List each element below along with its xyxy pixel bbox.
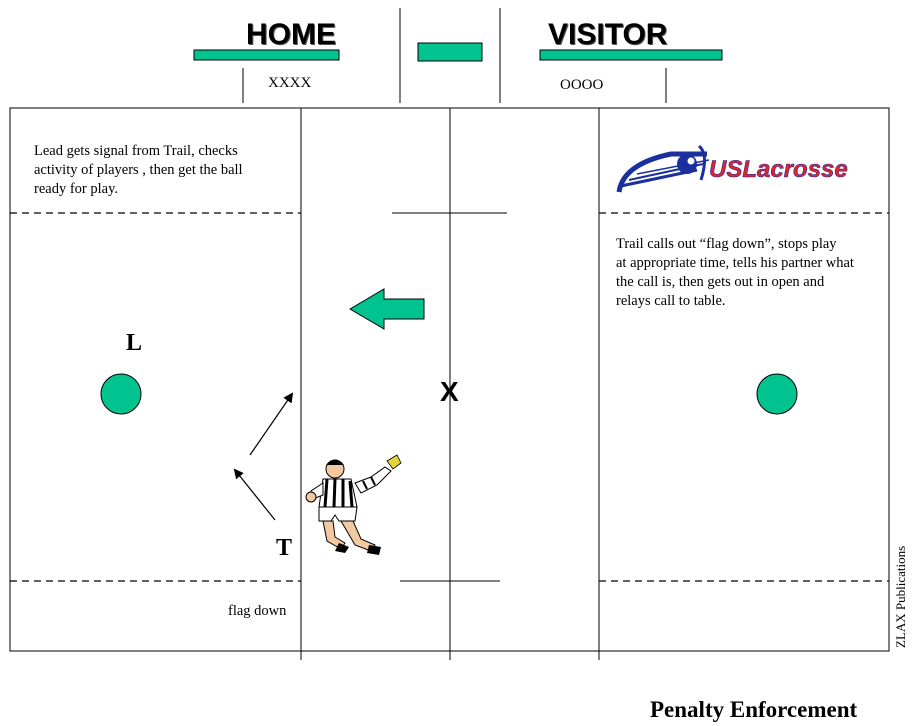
- trail-move-arrow: [233, 468, 276, 521]
- logo-text: USLacrosse: [709, 156, 848, 183]
- left-goal-circle: [100, 373, 142, 415]
- trail-move-arrow: [249, 392, 294, 456]
- lead-note-line: activity of players , then get the ball: [34, 162, 243, 178]
- trail-note-line: relays call to table.: [616, 293, 726, 309]
- lead-note: Lead gets signal from Trail, checks acti…: [34, 142, 296, 199]
- trail-note-line: Trail calls out “flag down”, stops play: [616, 236, 837, 252]
- trail-note: Trail calls out “flag down”, stops play …: [616, 235, 901, 311]
- referee-icon: [305, 454, 402, 555]
- direction-arrow-icon: [349, 288, 425, 330]
- home-score: XXXX: [268, 75, 312, 91]
- lead-note-line: ready for play.: [34, 181, 119, 197]
- center-bar: [417, 42, 483, 62]
- ball-marker: X: [440, 376, 459, 407]
- trail-marker: T: [276, 535, 293, 561]
- visitor-score: OOOO: [560, 77, 604, 93]
- uslacrosse-logo-icon: USLacrosse: [616, 144, 848, 193]
- lead-note-line: Lead gets signal from Trail, checks: [34, 143, 238, 159]
- trail-note-line: the call is, then gets out in open and: [616, 274, 825, 290]
- home-bar: [193, 49, 340, 61]
- visitor-label: VISITOR: [548, 18, 668, 51]
- publisher-credit: ZLAX Publications: [893, 545, 908, 648]
- visitor-bar: [539, 49, 723, 61]
- home-label: HOME: [246, 18, 336, 51]
- lead-marker: L: [126, 330, 143, 356]
- right-goal-circle: [756, 373, 798, 415]
- flag-down-label: flag down: [228, 603, 287, 619]
- trail-note-line: at appropriate time, tells his partner w…: [616, 255, 854, 271]
- page-title: Penalty Enforcement: [650, 697, 858, 722]
